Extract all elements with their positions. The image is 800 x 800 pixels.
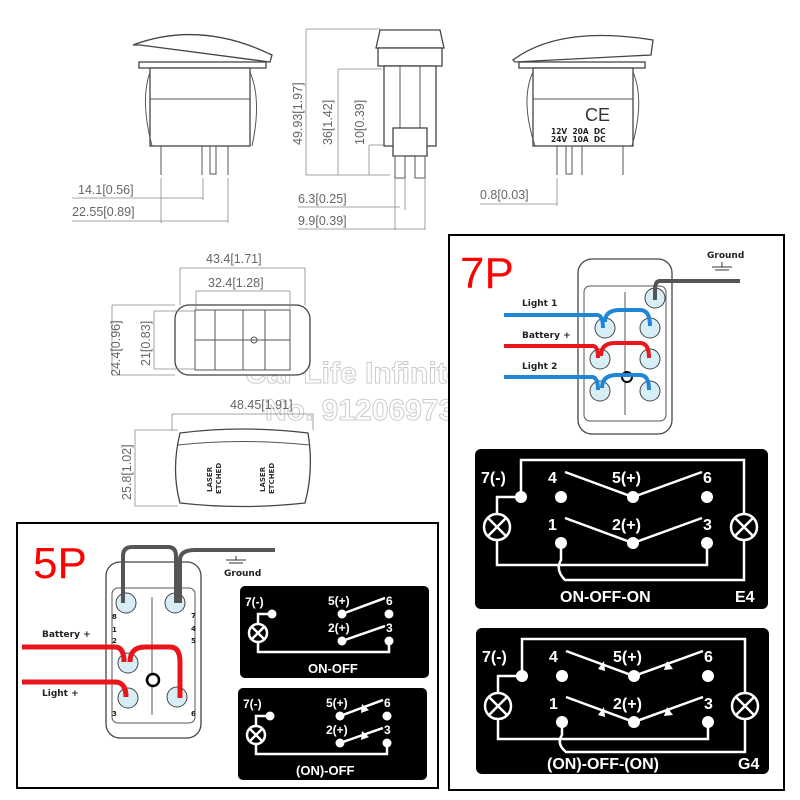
lamp-icon <box>483 691 513 721</box>
top-view: 43.4[1.71] 32.4[1.28] 24.4[0.96] 21[0.83… <box>109 252 311 376</box>
svg-text:3: 3 <box>384 723 391 737</box>
lamp-icon <box>247 622 269 644</box>
ground-label: Ground <box>707 251 744 261</box>
svg-text:1: 1 <box>112 626 117 634</box>
schematic-on-off: 7(-) 5(+) 6 2(+) 3 ON-OFF <box>240 586 429 678</box>
dim-pin-14: 14.1[0.56] <box>78 183 134 197</box>
svg-text:3: 3 <box>704 696 713 713</box>
pin-numbers-5p: 8 1 2 3 7 4 5 6 <box>112 612 196 718</box>
svg-text:(ON)-OFF: (ON)-OFF <box>296 763 355 778</box>
svg-text:ETCHED: ETCHED <box>268 463 276 494</box>
svg-text:4: 4 <box>548 470 557 487</box>
svg-text:6: 6 <box>191 710 196 718</box>
schematic-g4: 7(-) 4 5(+) 6 1 2(+) 3 (ON)-OFF-(ON) G4 <box>476 628 769 774</box>
svg-text:7: 7 <box>191 612 196 620</box>
svg-text:32.4[1.28]: 32.4[1.28] <box>208 276 264 290</box>
lamp-icon <box>730 691 760 721</box>
battery-label: Battery + <box>42 630 91 640</box>
lamp-icon <box>482 512 512 542</box>
svg-text:6: 6 <box>704 649 713 666</box>
svg-text:2(+): 2(+) <box>612 517 641 534</box>
svg-text:24V 10A DC: 24V 10A DC <box>551 135 606 144</box>
svg-text:5: 5 <box>191 637 196 645</box>
svg-text:3: 3 <box>703 517 712 534</box>
svg-text:LASER: LASER <box>259 466 267 492</box>
momentary-arrow-icons <box>598 661 673 717</box>
svg-text:2(+): 2(+) <box>613 696 642 713</box>
svg-text:5(+): 5(+) <box>328 594 350 608</box>
svg-text:5(+): 5(+) <box>613 649 642 666</box>
svg-text:1: 1 <box>548 517 557 534</box>
svg-text:0.8[0.03]: 0.8[0.03] <box>480 188 529 202</box>
svg-text:25.8[1.02]: 25.8[1.02] <box>120 444 134 500</box>
side-view-left: 14.1[0.56] 22.55[0.89] <box>72 33 273 223</box>
schematic-on-off-momentary: 7(-) 5(+) 6 2(+) 3 (ON)-OFF <box>238 688 427 780</box>
svg-text:7(-): 7(-) <box>482 649 507 666</box>
svg-text:2: 2 <box>112 637 117 645</box>
svg-text:ETCHED: ETCHED <box>215 463 223 494</box>
svg-text:ON-OFF: ON-OFF <box>308 661 358 676</box>
svg-text:LASER: LASER <box>206 466 214 492</box>
svg-text:6: 6 <box>703 470 712 487</box>
svg-text:3: 3 <box>386 621 393 635</box>
light-label: Light + <box>42 689 79 699</box>
svg-text:2(+): 2(+) <box>326 723 348 737</box>
side-view-right: CE 12V 20A DC 24V 10A DC 0.8[0.03] <box>480 34 654 206</box>
lamp-icon <box>245 724 267 746</box>
svg-text:ON-OFF-ON: ON-OFF-ON <box>560 589 651 606</box>
svg-text:4: 4 <box>191 625 196 633</box>
svg-text:6: 6 <box>384 696 391 710</box>
svg-text:6: 6 <box>386 594 393 608</box>
svg-text:1: 1 <box>549 696 558 713</box>
svg-text:(ON)-OFF-(ON): (ON)-OFF-(ON) <box>547 756 659 773</box>
battery-label: Battery + <box>522 331 571 341</box>
svg-text:7(-): 7(-) <box>245 595 264 609</box>
light1-label: Light 1 <box>522 299 557 309</box>
svg-text:9.9[0.39]: 9.9[0.39] <box>298 214 347 228</box>
svg-text:7(-): 7(-) <box>243 697 262 711</box>
svg-text:12V 20A DC: 12V 20A DC <box>551 127 606 136</box>
svg-text:10[0.39]: 10[0.39] <box>353 100 367 145</box>
ce-mark: CE <box>585 105 610 125</box>
svg-text:48.45[1.91]: 48.45[1.91] <box>230 398 293 412</box>
momentary-arrow-icons <box>361 704 369 740</box>
light2-label: Light 2 <box>522 362 557 372</box>
schematic-e4: 7(-) 4 5(+) 6 1 2(+) 3 ON-OFF-ON E4 <box>475 449 768 609</box>
svg-text:2(+): 2(+) <box>328 621 350 635</box>
terminals-7p <box>589 287 666 402</box>
rocker-cap-view: 48.45[1.91] 25.8[1.02] LASER ETCHED LASE… <box>120 398 314 508</box>
front-view: 6.3[0.25] 9.9[0.39] <box>298 29 445 230</box>
svg-text:4: 4 <box>549 649 558 666</box>
svg-text:7(-): 7(-) <box>481 470 506 487</box>
svg-text:21[0.83]: 21[0.83] <box>139 321 153 366</box>
svg-text:36[1.42]: 36[1.42] <box>321 100 335 145</box>
dim-pin-22: 22.55[0.89] <box>72 205 135 219</box>
svg-text:No. 912069731: No. 912069731 <box>265 394 472 427</box>
svg-text:G4: G4 <box>738 756 759 773</box>
height-dimensions: 49.93[1.97] 36[1.42] 10[0.39] <box>291 28 390 176</box>
svg-text:E4: E4 <box>735 589 755 606</box>
svg-text:43.4[1.71]: 43.4[1.71] <box>206 252 262 266</box>
lamp-icon <box>729 512 759 542</box>
svg-text:24.4[0.96]: 24.4[0.96] <box>109 320 123 376</box>
ground-label: Ground <box>224 569 261 579</box>
svg-text:8: 8 <box>112 613 117 621</box>
panel-5p: 5P 8 1 2 3 7 4 5 6 Ground Battery + Ligh… <box>16 522 439 789</box>
panel-7p: 7P Ground Light 1 Battery + Light 2 7(-)… <box>448 234 785 791</box>
title-7p: 7P <box>460 249 514 298</box>
svg-text:49.93[1.97]: 49.93[1.97] <box>291 82 305 145</box>
svg-text:5(+): 5(+) <box>612 470 641 487</box>
svg-text:6.3[0.25]: 6.3[0.25] <box>298 192 347 206</box>
svg-text:5(+): 5(+) <box>326 696 348 710</box>
title-5p: 5P <box>33 539 87 588</box>
svg-text:3: 3 <box>112 710 117 718</box>
